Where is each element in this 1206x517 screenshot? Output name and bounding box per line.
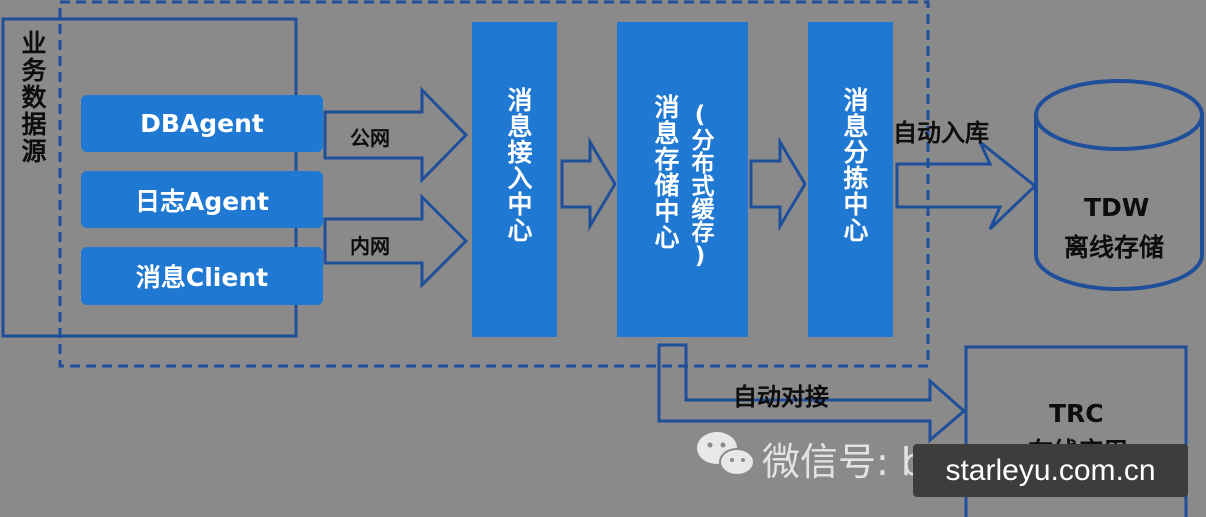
sort-center-label: 消息分拣中心 xyxy=(840,87,869,243)
auto-connect-label: 自动对接 xyxy=(733,383,829,411)
storage-center-label: 消息存储中心 xyxy=(651,94,680,250)
tdw-cylinder xyxy=(1034,79,1204,291)
sort-center: 消息分拣中心 xyxy=(808,22,893,337)
internal-network-label: 内网 xyxy=(350,234,390,258)
access-center: 消息接入中心 xyxy=(472,22,557,337)
agent-log: 日志Agent xyxy=(81,171,323,228)
access-center-label: 消息接入中心 xyxy=(504,87,533,243)
agent-message-client: 消息Client xyxy=(81,247,323,305)
public-arrow xyxy=(323,86,469,184)
public-network-label: 公网 xyxy=(350,126,390,150)
trc-box xyxy=(964,345,1188,517)
site-watermark: starleyu.com.cn xyxy=(913,444,1188,497)
arrow-access-to-storage xyxy=(560,136,617,232)
agent-dbagent: DBAgent xyxy=(81,95,323,152)
storage-center: 消息存储中心 (分布式缓存) xyxy=(617,22,748,337)
arrow-storage-to-trc xyxy=(657,343,967,444)
internal-arrow xyxy=(323,193,469,289)
arrow-storage-to-sort xyxy=(749,136,807,232)
arrow-sort-to-tdw xyxy=(895,140,1038,231)
auto-load-label: 自动入库 xyxy=(893,119,989,147)
tdw-title: TDW xyxy=(1084,193,1150,222)
storage-center-note: (分布式缓存) xyxy=(687,102,713,269)
business-source-label: 业务数据源 xyxy=(18,30,47,165)
dashed-frame xyxy=(58,0,930,368)
wechat-icon xyxy=(697,432,755,476)
trc-title: TRC xyxy=(1049,399,1104,428)
tdw-subtitle: 离线存储 xyxy=(1064,233,1165,262)
